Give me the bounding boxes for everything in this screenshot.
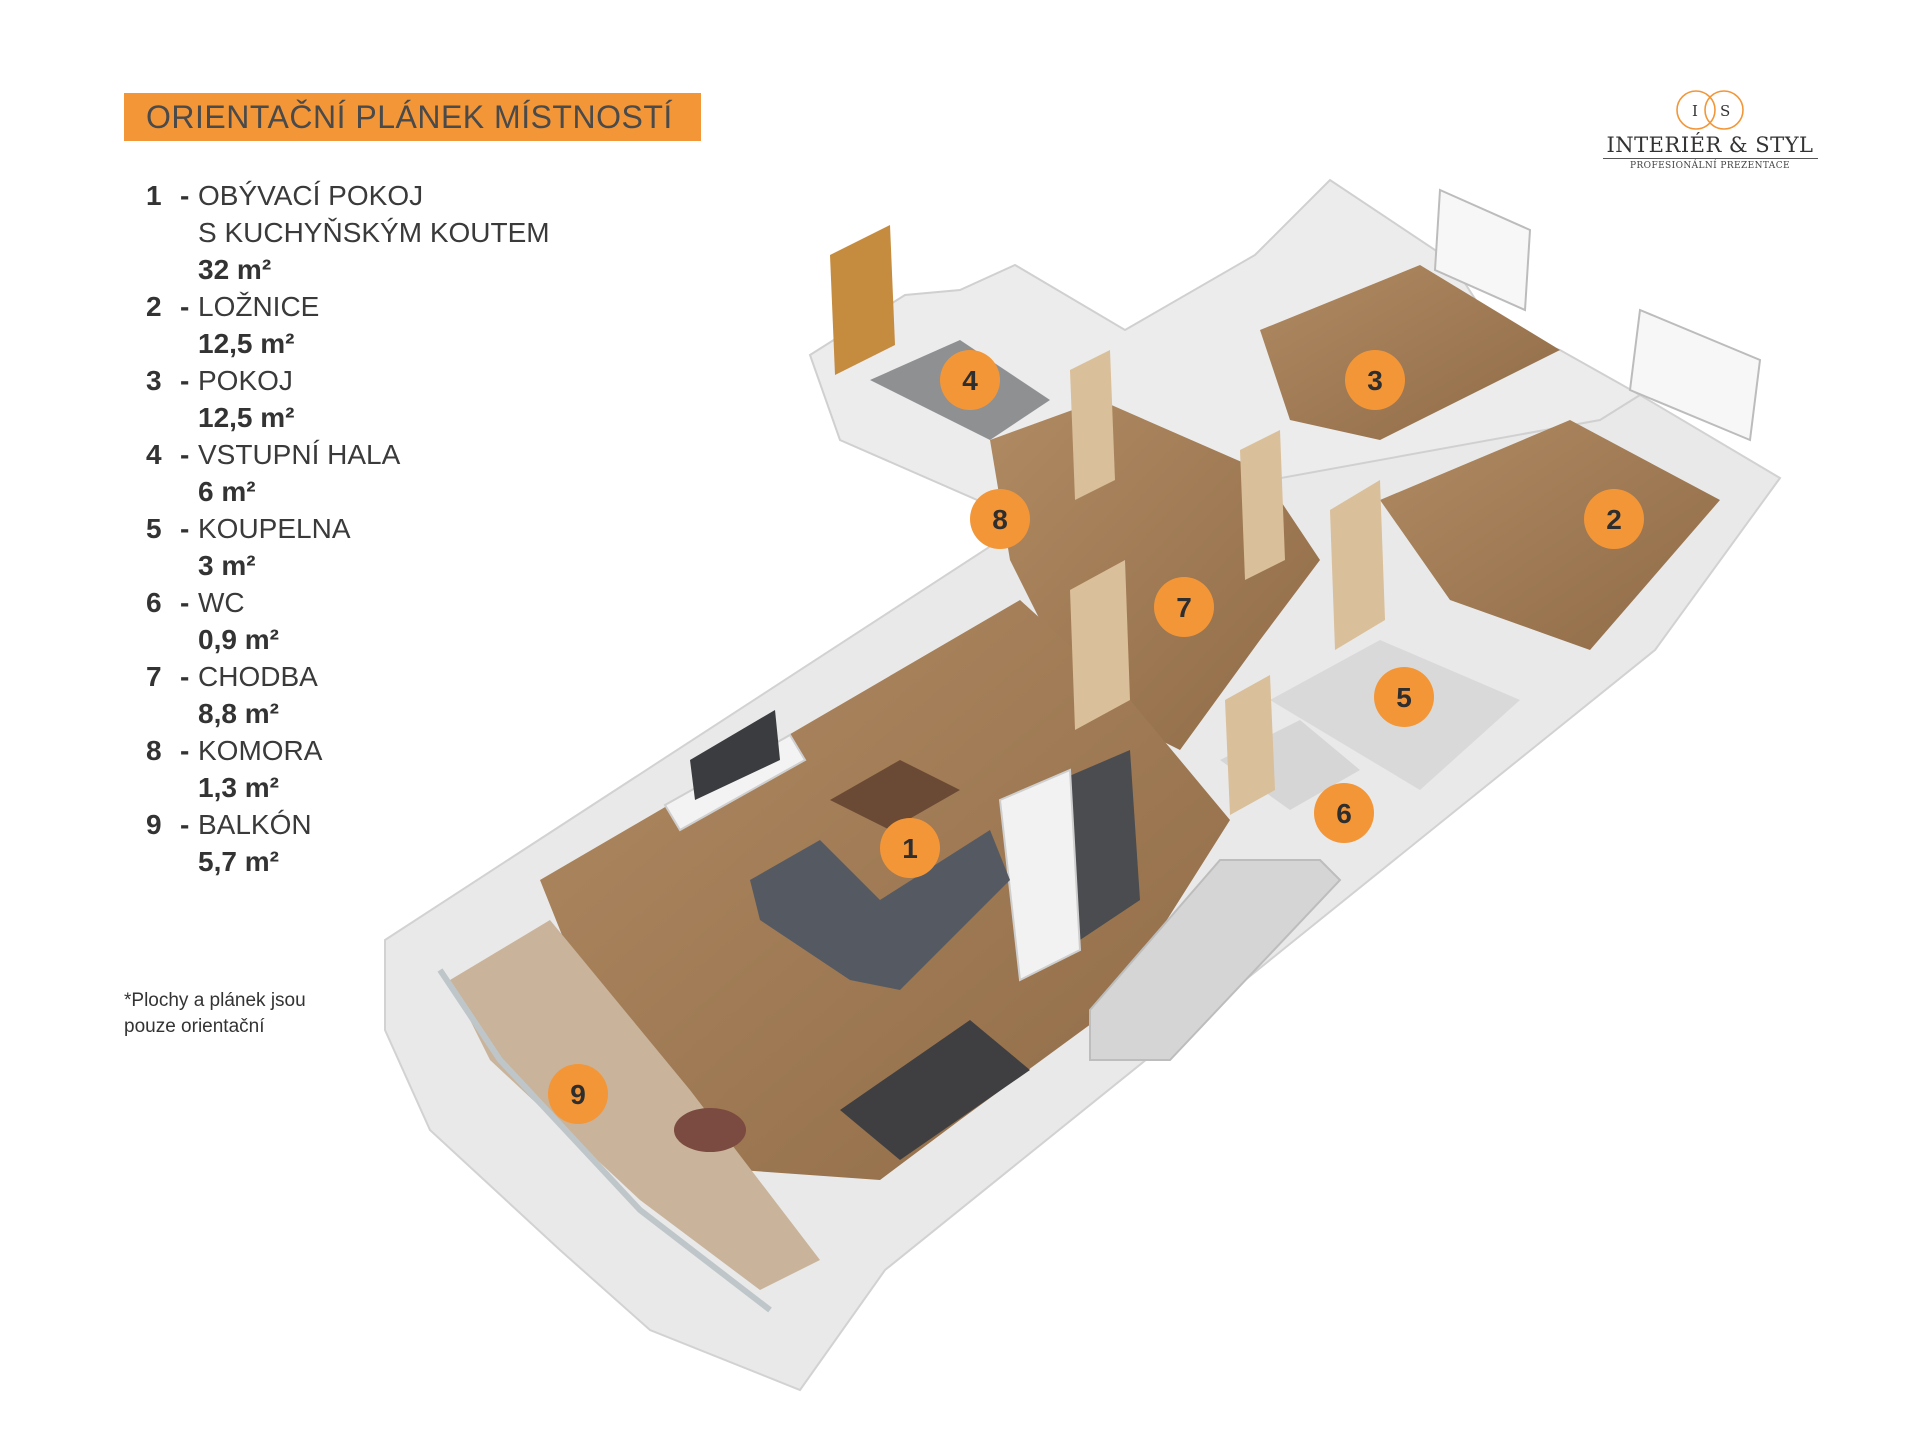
tv-screen [690, 710, 780, 800]
room-badge-number: 3 [1367, 365, 1383, 396]
living-floor [540, 600, 1230, 1180]
room-badge-7 [1154, 577, 1214, 637]
legend-room-area: 0,9 m² [198, 624, 279, 655]
room-badge-9 [548, 1064, 608, 1124]
room-badge-number: 4 [962, 365, 978, 396]
fridge-column [1060, 750, 1140, 940]
note-line: pouze orientační [124, 1016, 265, 1037]
page-title-text: ORIENTAČNÍ PLÁNEK MÍSTNOSTÍ [146, 98, 673, 135]
legend-number: 2 [146, 291, 162, 322]
legend-number: 4 [146, 439, 162, 470]
legend-dash: - [180, 180, 190, 211]
legend-number: 5 [146, 513, 162, 544]
window [1433, 188, 1532, 312]
legend-room-name: KOMORA [198, 735, 323, 766]
brand-subtitle: PROFESIONÁLNÍ PREZENTACE [1630, 161, 1790, 171]
room-badge-6 [1314, 783, 1374, 843]
legend-item-9: 9-BALKÓN 5,7 m² [146, 806, 566, 880]
legend-room-name: VSTUPNÍ HALA [198, 439, 401, 470]
room-badge-4 [940, 350, 1000, 410]
room-badge-number: 7 [1176, 592, 1192, 623]
legend-number: 3 [146, 365, 162, 396]
balcony-table [674, 1108, 746, 1152]
page-title: ORIENTAČNÍ PLÁNEK MÍSTNOSTÍ [124, 93, 701, 141]
legend-dash: - [180, 735, 190, 766]
legend-item-2: 2-LOŽNICE 12,5 m² [146, 288, 566, 362]
brand-name: INTERIÉR & STYL [1602, 133, 1818, 159]
kitchen-wall-unit [998, 768, 1082, 982]
room-badge-2 [1584, 489, 1644, 549]
legend-dash: - [180, 809, 190, 840]
room2-floor [1380, 420, 1720, 650]
brand-logo: I S INTERIÉR & STYL PROFESIONÁLNÍ PREZEN… [1600, 88, 1820, 178]
legend-room-name: KOUPELNA [198, 513, 351, 544]
legend-item-3: 3-POKOJ 12,5 m² [146, 362, 566, 436]
legend-item-7: 7-CHODBA 8,8 m² [146, 658, 566, 732]
kitchen-counter [1089, 859, 1342, 1061]
legend-dash: - [180, 513, 190, 544]
sofa [750, 830, 1010, 990]
legend-dash: - [180, 291, 190, 322]
legend-room-name: WC [198, 587, 245, 618]
monogram-left: I [1692, 102, 1698, 120]
legend-item-5: 5-KOUPELNA 3 m² [146, 510, 566, 584]
room-badge-1 [880, 818, 940, 878]
legend-room-area: 6 m² [198, 476, 256, 507]
room-badge-number: 5 [1396, 682, 1412, 713]
legend-room-name: OBÝVACÍ POKOJ [198, 180, 424, 211]
legend-room-area: 5,7 m² [198, 846, 279, 877]
legend-item-6: 6-WC 0,9 m² [146, 584, 566, 658]
room3-floor [1260, 265, 1560, 440]
legend-dash: - [180, 365, 190, 396]
monogram-right: S [1720, 102, 1730, 120]
legend-room-area: 8,8 m² [198, 698, 279, 729]
disclaimer-note: *Plochy a plánek jsou pouze orientační [124, 988, 384, 1040]
legend-number: 6 [146, 587, 162, 618]
legend-room-area: 3 m² [198, 550, 256, 581]
room-badge-number: 1 [902, 833, 918, 864]
legend-number: 9 [146, 809, 162, 840]
legend-room-name: LOŽNICE [198, 291, 320, 322]
room-badge-3 [1345, 350, 1405, 410]
room-badge-number: 2 [1606, 504, 1622, 535]
monogram-icon: I S [1676, 90, 1744, 130]
legend-room-area: 1,3 m² [198, 772, 279, 803]
legend-number: 8 [146, 735, 162, 766]
room-badge-8 [970, 489, 1030, 549]
room-badge-number: 6 [1336, 798, 1352, 829]
room-badge-number: 9 [570, 1079, 586, 1110]
entry-door [830, 225, 895, 375]
legend-item-8: 8-KOMORA 1,3 m² [146, 732, 566, 806]
door [1070, 350, 1115, 500]
door [1330, 480, 1385, 650]
legend-room-area: 12,5 m² [198, 402, 295, 433]
legend-room-area: 12,5 m² [198, 328, 295, 359]
legend-room-name: S KUCHYŇSKÝM KOUTEM [198, 217, 550, 248]
legend-room-name: CHODBA [198, 661, 318, 692]
legend-dash: - [180, 587, 190, 618]
legend-number: 1 [146, 180, 162, 211]
room-badge-number: 8 [992, 504, 1008, 535]
room-badge-5 [1374, 667, 1434, 727]
coffee-table [830, 760, 960, 830]
dining-table [840, 1020, 1030, 1160]
window [1628, 308, 1762, 442]
legend-item-4: 4-VSTUPNÍ HALA 6 m² [146, 436, 566, 510]
legend-dash: - [180, 661, 190, 692]
door [1240, 430, 1285, 580]
door [1070, 560, 1130, 730]
door [1225, 675, 1275, 815]
note-line: *Plochy a plánek jsou [124, 990, 306, 1011]
legend-room-name: BALKÓN [198, 809, 312, 840]
balcony-floor [450, 920, 820, 1290]
legend-dash: - [180, 439, 190, 470]
legend-number: 7 [146, 661, 162, 692]
legend-room-name: POKOJ [198, 365, 293, 396]
legend-item-1: 1-OBÝVACÍ POKOJ S KUCHYŇSKÝM KOUTEM 32 m² [146, 177, 566, 288]
balcony-railing [437, 968, 772, 1313]
legend-room-area: 32 m² [198, 254, 272, 285]
room-badges: 1 2 3 4 5 6 7 8 9 [548, 350, 1644, 1124]
